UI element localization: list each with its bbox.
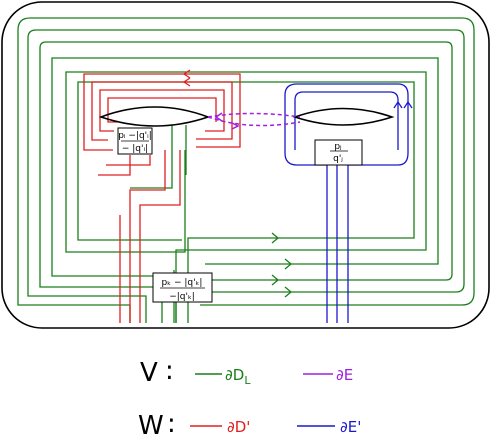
box-left-num: pᵢ −|q'ᵢ|	[118, 131, 152, 141]
legend-red-label: ∂D'	[227, 418, 250, 436]
box-right-num: pⱼ	[334, 142, 342, 152]
fraction-box-left: pᵢ −|q'ᵢ| − |q'ᵢ|	[117, 127, 153, 155]
lens-shapes	[98, 106, 395, 127]
blue-arrows	[393, 100, 413, 109]
legend-purple-label: ∂E	[336, 366, 353, 384]
box-bottom-num: pₖ − |q'ₖ|	[162, 278, 203, 288]
fraction-box-right: pⱼ q'ⱼ	[314, 139, 363, 166]
svg-text:∂DL: ∂DL	[225, 366, 251, 387]
legend-v: V : ∂DL ∂E	[140, 356, 353, 388]
legend-blue-label: ∂E'	[340, 418, 361, 436]
box-bottom-den: −|q'ₖ|	[169, 292, 195, 302]
legend-w-letter: W	[138, 411, 164, 437]
legend-v-colon: :	[165, 356, 174, 386]
legend-green-label: ∂D	[225, 366, 244, 384]
box-right-den: q'ⱼ	[333, 154, 343, 164]
box-left-den: − |q'ᵢ|	[122, 144, 148, 154]
blue-loops	[284, 83, 409, 323]
green-loops	[17, 17, 475, 323]
red-loops	[83, 73, 241, 323]
legend-w-colon: :	[167, 409, 176, 437]
fraction-box-bottom: pₖ − |q'ₖ| −|q'ₖ|	[152, 272, 213, 303]
purple-arcs	[207, 112, 301, 130]
green-arrows	[271, 232, 293, 298]
outer-boundary	[1, 1, 490, 329]
legend-w: W : ∂D' ∂E'	[138, 409, 361, 437]
legend-v-letter: V	[140, 358, 158, 388]
legend-green-sub: L	[244, 374, 251, 387]
red-arrows	[182, 69, 191, 87]
